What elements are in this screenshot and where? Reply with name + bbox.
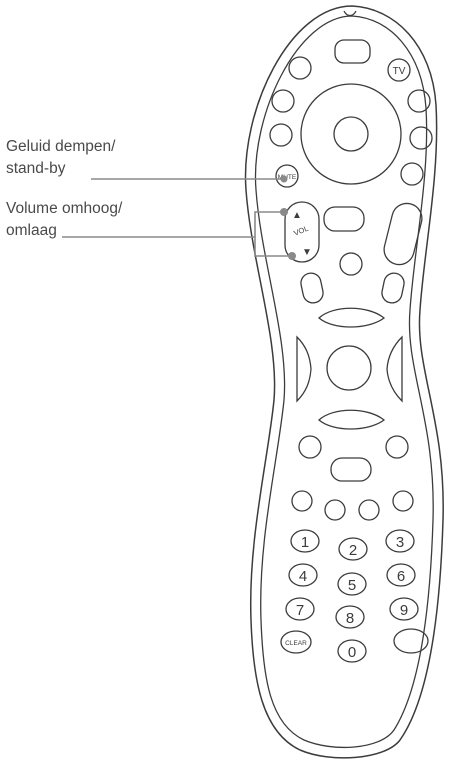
volume-down-glyph[interactable]: ▼ <box>302 247 312 258</box>
clear-key-label: CLEAR <box>285 640 307 647</box>
top-notch <box>344 11 356 16</box>
row-button-4[interactable] <box>393 491 413 511</box>
volume-label: VOL <box>292 224 309 238</box>
volume-leader-bracket <box>255 212 292 256</box>
right-lower-button[interactable] <box>401 163 423 185</box>
left-mid-button[interactable] <box>270 124 292 146</box>
top-left-button[interactable] <box>289 57 311 79</box>
volume-up-dot <box>280 208 288 216</box>
top-center-button[interactable] <box>335 40 370 63</box>
key-4-label: 4 <box>299 568 307 585</box>
dpad-ring[interactable] <box>301 84 401 184</box>
dpad-ok-button[interactable] <box>334 117 368 151</box>
left-upper-button[interactable] <box>272 90 294 112</box>
key-5-label: 5 <box>348 577 356 594</box>
key-9-label: 9 <box>400 602 408 619</box>
row-button-2[interactable] <box>325 500 345 520</box>
mute-leader-dot <box>281 176 288 183</box>
center-oblong-button[interactable] <box>324 207 364 231</box>
mid-small-button[interactable] <box>340 253 362 275</box>
row-button-3[interactable] <box>359 500 379 520</box>
channel-rocker[interactable] <box>381 200 425 267</box>
lower-right-button[interactable] <box>386 436 408 458</box>
row-button-1[interactable] <box>292 491 312 511</box>
nav-down-button[interactable] <box>319 410 384 429</box>
key-1-label: 1 <box>301 534 309 551</box>
key-6-label: 6 <box>397 568 405 585</box>
callout-leaders <box>62 176 296 261</box>
key-7-label: 7 <box>296 602 304 619</box>
right-upper-button[interactable] <box>408 90 430 112</box>
nav-left-button[interactable] <box>297 337 311 401</box>
key-8-label: 8 <box>346 610 354 627</box>
key-0-label: 0 <box>348 644 356 661</box>
right-mid-button[interactable] <box>410 127 432 149</box>
key-2-label: 2 <box>349 542 357 559</box>
tv-button-label: TV <box>393 66 406 77</box>
volume-up-glyph[interactable]: ▲ <box>292 210 302 221</box>
nav-right-button[interactable] <box>387 337 402 401</box>
lower-oblong-button[interactable] <box>331 458 371 481</box>
nav-up-button[interactable] <box>319 308 384 327</box>
lower-left-button[interactable] <box>299 436 321 458</box>
nav-center-button[interactable] <box>327 346 371 390</box>
keypad: 1 2 3 4 5 6 7 8 9 CLEAR 0 <box>281 530 428 662</box>
right-pill-button[interactable] <box>380 271 406 305</box>
left-pill-button[interactable] <box>299 271 325 305</box>
volume-down-dot <box>288 252 296 260</box>
key-3-label: 3 <box>396 534 404 551</box>
